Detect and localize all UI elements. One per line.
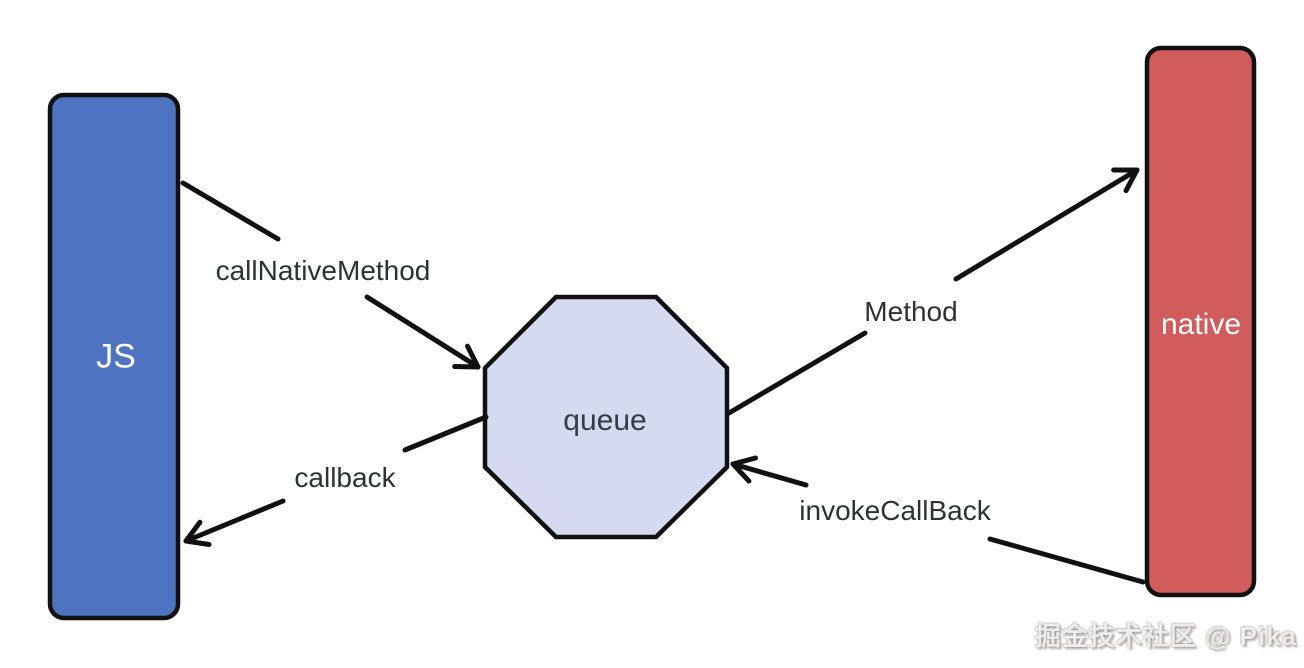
native-node bbox=[1144, 45, 1257, 598]
edge-callback-segment-2 bbox=[183, 498, 286, 547]
edge-callback-segment-1 bbox=[402, 414, 489, 453]
js-node-label: JS bbox=[96, 337, 136, 376]
queue-node bbox=[482, 294, 730, 540]
edge-invokecallback-segment-2 bbox=[730, 455, 809, 488]
native-node-label: native bbox=[1160, 308, 1242, 341]
edge-label-callback: callback bbox=[294, 462, 396, 493]
edge-callnativemethod-segment-2 bbox=[364, 294, 481, 370]
edge-label-method: Method bbox=[864, 296, 958, 327]
edge-method-segment-1 bbox=[726, 330, 868, 416]
edge-callnativemethod-segment-1 bbox=[180, 180, 281, 242]
watermark: 掘金技术社区 @ Pika bbox=[1034, 621, 1297, 651]
js-node bbox=[47, 92, 181, 621]
edge-label-invokecallback: invokeCallBack bbox=[799, 495, 991, 526]
edge-label-callnativemethod: callNativeMethod bbox=[215, 255, 431, 286]
edge-method-segment-2 bbox=[953, 167, 1140, 282]
edge-invokecallback-segment-1 bbox=[987, 536, 1146, 585]
queue-node-label: queue bbox=[563, 404, 647, 437]
